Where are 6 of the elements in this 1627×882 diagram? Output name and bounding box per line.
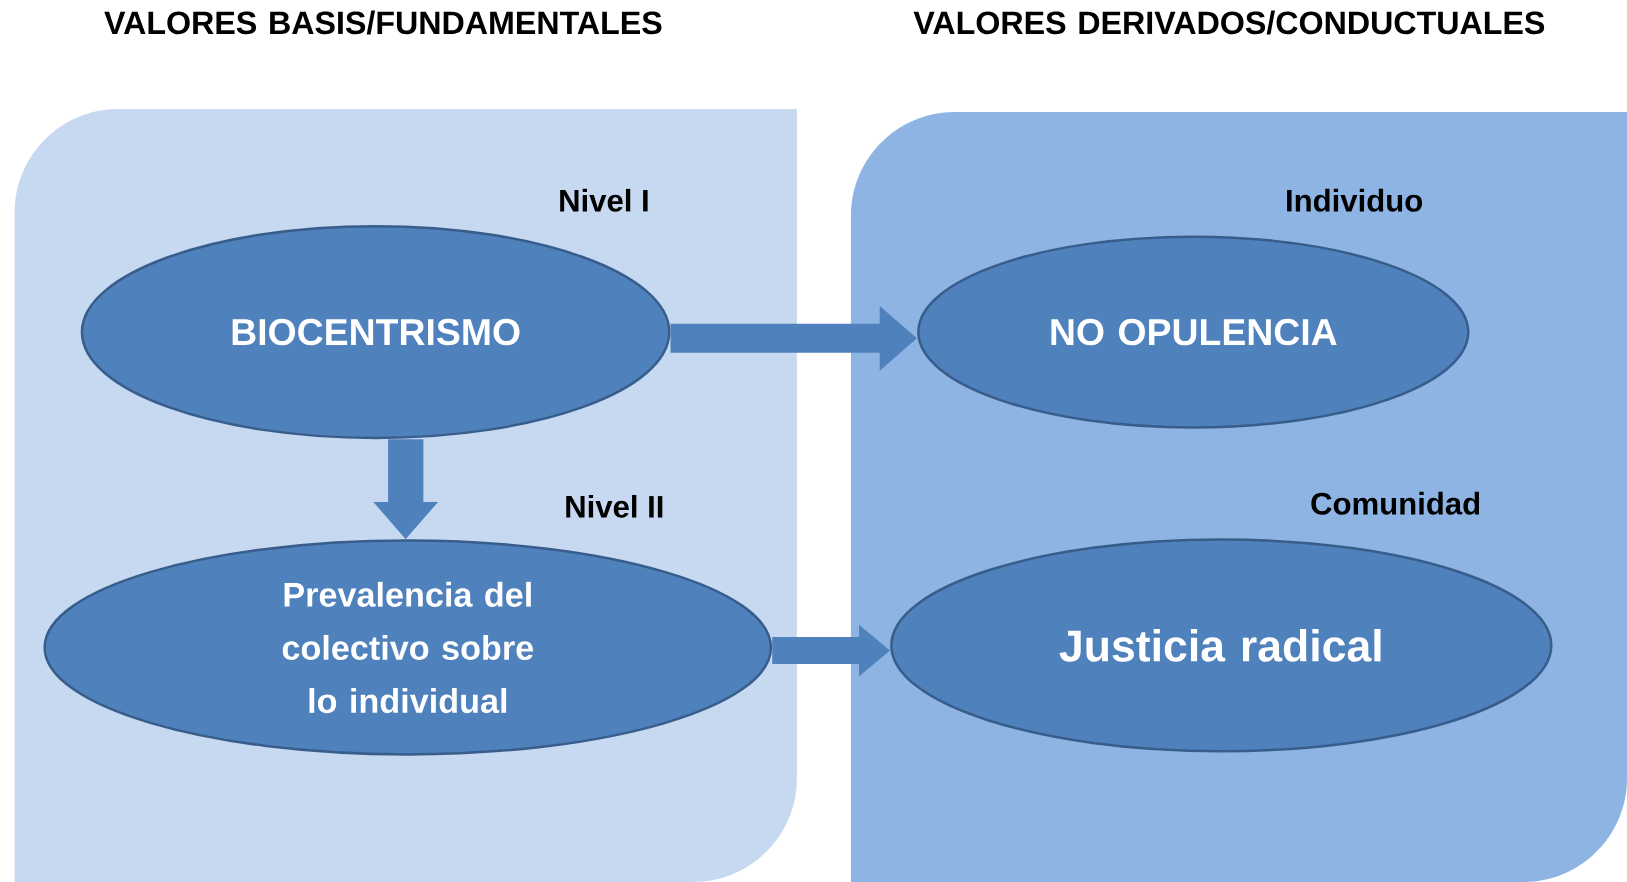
panel-heading: VALORES BASIS/FUNDAMENTALES [104,10,662,35]
panel-heading: VALORES DERIVADOS/CONDUCTUALES [913,10,1545,35]
level-label: Nivel II [566,494,663,518]
level-label: Individuo [1287,188,1423,212]
level-label: Nivel I [560,188,648,212]
level-label: Comunidad [1311,491,1480,515]
